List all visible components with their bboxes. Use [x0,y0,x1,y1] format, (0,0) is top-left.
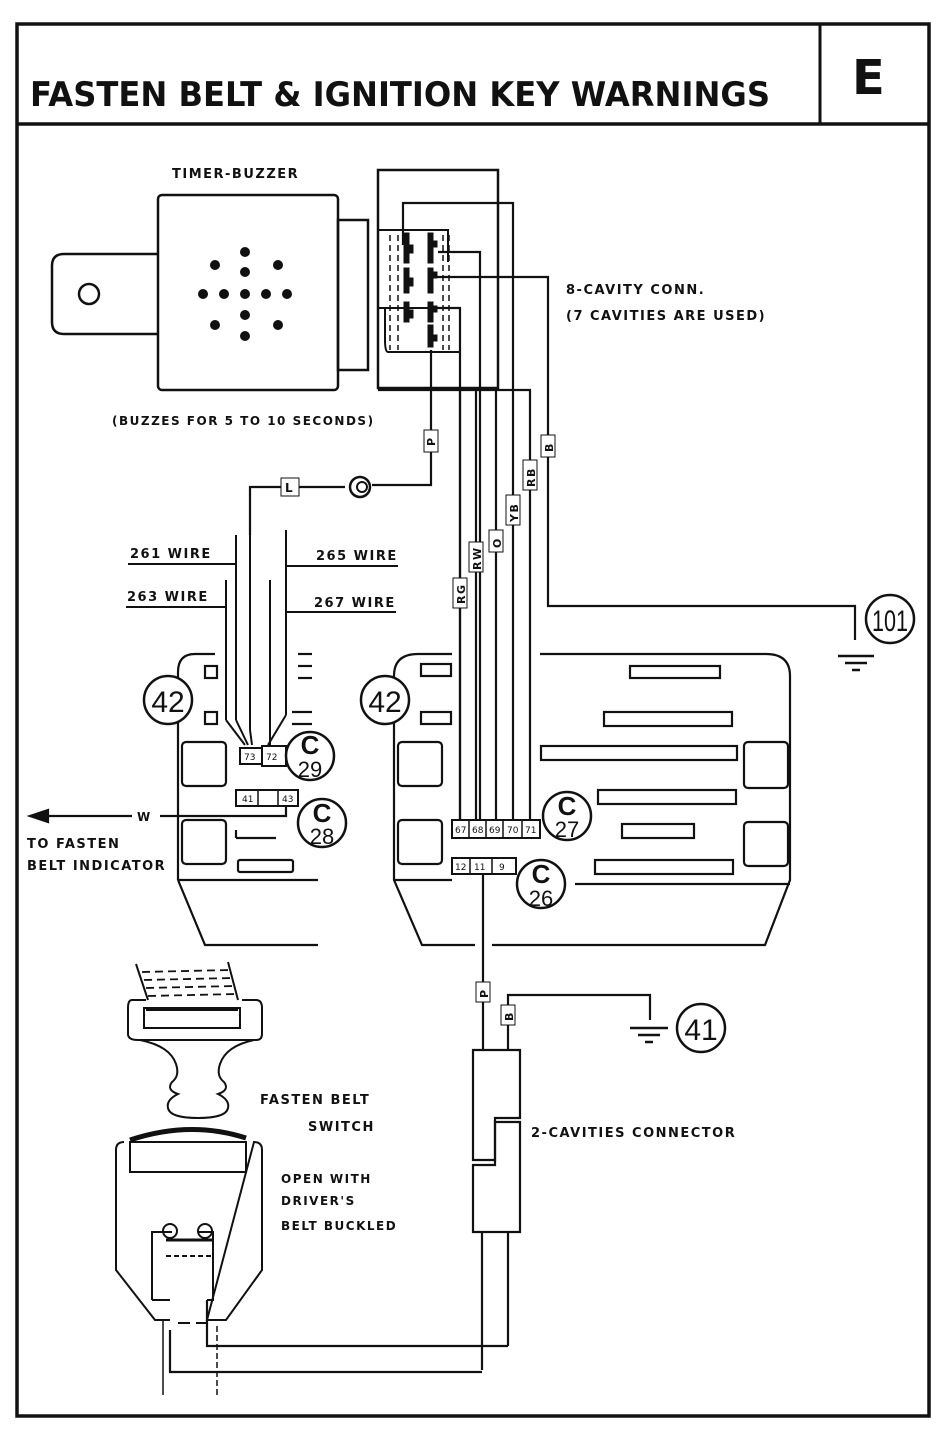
ground-101: 101 [838,593,916,672]
mounting-hole [77,282,101,306]
c26-pin-1: 12 [455,863,466,873]
numbered-wires [126,530,398,746]
wire-261-label: 261 WIRE [130,547,212,562]
c28-num: 28 [310,824,334,849]
connector-c28: 41 43 C 28 [235,789,348,849]
ref-42-right-text: 42 [368,686,401,719]
c26-pin-3: 9 [499,863,505,873]
wire-label-p-bottom: P [478,988,491,998]
ground-41: 41 [630,1002,727,1054]
connector-housing-upper [377,229,449,277]
fuse-panel-left [176,652,318,947]
page-frame [15,22,931,1418]
ref-bubble-c27 [541,790,593,842]
ref-bubble-42-left [142,674,194,726]
ref-bubble-c26 [515,858,567,910]
cavity-conn-note: (7 CAVITIES ARE USED) [566,309,766,324]
wire-label-yb: YB [508,503,521,523]
timer-buzzer-label: TIMER-BUZZER [172,167,299,182]
wire-label-rb: RB [525,467,538,487]
c26-letter: C [532,859,551,889]
connector-housing-lower [378,307,461,353]
section-letter: E [852,50,885,106]
ref-bubble-41 [675,1002,727,1054]
connector-outer [376,168,500,390]
c29-pin-1: 73 [244,753,255,763]
inline-connector-icon [348,475,372,499]
c29-letter: C [301,730,320,760]
wire-number-labels: 261 WIRE 263 WIRE 265 WIRE 267 WIRE [127,547,398,611]
ref-42-left-text: 42 [151,686,184,719]
c26-pin-2: 11 [474,863,485,873]
c27-pin-2: 68 [472,826,484,836]
c29-pin-2: 72 [266,753,277,763]
buzzer-mounting-tab [50,252,158,336]
connector-c27: 67 68 69 70 71 C 27 [451,790,593,842]
page-title: FASTEN BELT & IGNITION KEY WARNINGS [30,75,770,115]
ref-101-text: 101 [872,605,908,638]
c27-pin-4: 70 [507,826,519,836]
ref-bubble-42-right [359,674,411,726]
wire-labels: P L RG RW O YB RB B [280,429,556,609]
c28-letter: C [313,798,332,828]
connector-c29: 73 72 C 29 [239,730,336,782]
ref-41-text: 41 [684,1014,717,1047]
c28-pin-3: 43 [282,795,293,805]
buzzer-note: (BUZZES FOR 5 TO 10 SECONDS) [112,414,375,428]
w-wire [26,806,288,824]
indicator-label-2: BELT INDICATOR [27,859,166,874]
wire-label-w: W [137,810,152,824]
belt-switch-label-1: FASTEN BELT [260,1093,370,1108]
speaker-grille-icon [198,247,292,341]
ground-icon [838,654,874,672]
belt-switch-note-3: BELT BUCKLED [281,1219,397,1233]
ref-bubble-101 [864,593,916,645]
wire-label-rw: RW [471,546,484,570]
wire-267-label: 267 WIRE [314,596,396,611]
ref-bubble-c28 [296,797,348,849]
indicator-label-1: TO FASTEN [27,837,120,852]
c27-num: 27 [555,817,579,842]
wire-label-rg: RG [455,584,468,605]
belt-buckle-switch [115,1126,263,1395]
wire-label-b-bottom: B [503,1011,516,1021]
two-cavity-connector-label: 2-CAVITIES CONNECTOR [531,1126,736,1141]
wire-label-o: O [491,537,504,548]
wire-harness [248,201,857,820]
belt-switch-note-1: OPEN WITH [281,1172,372,1186]
belt-switch-note-2: DRIVER'S [281,1194,356,1208]
ground-icon [630,1026,668,1044]
wire-label-p-top: P [425,436,438,446]
timer-buzzer: TIMER-BUZZER (BUZZES FOR 5 TO 10 SECONDS… [50,167,375,428]
wire-label-b-top: B [543,442,556,452]
cavity-conn-label: 8-CAVITY CONN. [566,283,705,298]
wire-263-label: 263 WIRE [127,590,209,605]
wire-label-l: L [285,481,294,495]
c29-num: 29 [298,757,322,782]
c27-pin-5: 71 [525,826,536,836]
c27-pin-3: 69 [489,826,501,836]
buzzer-plug [336,218,370,372]
c28-pin-1: 41 [242,795,253,805]
belt-buckle-tongue [127,961,263,1120]
eight-cavity-connector: 8-CAVITY CONN. (7 CAVITIES ARE USED) [376,168,766,390]
connector-c26: 12 11 9 C 26 [451,857,567,911]
c26-num: 26 [529,886,553,911]
arrow-left-icon [26,808,50,824]
c27-pin-1: 67 [455,826,466,836]
connector-terminals-icon [403,232,438,348]
fuse-panel-right [392,652,792,947]
c27-letter: C [558,791,577,821]
wire-265-label: 265 WIRE [316,549,398,564]
belt-switch-label-2: SWITCH [308,1120,375,1135]
ref-bubble-c29 [284,730,336,782]
